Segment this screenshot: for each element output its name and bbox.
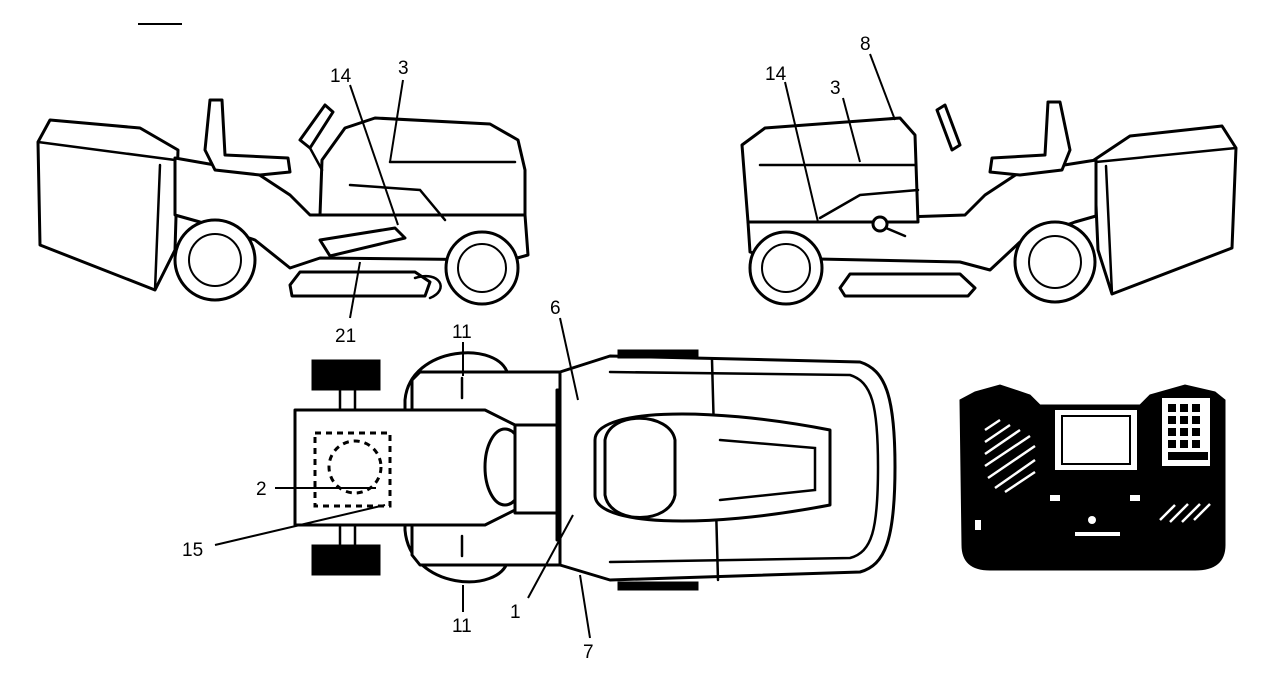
callout-3-left: 3 xyxy=(398,58,409,79)
decal-panel-shape xyxy=(959,384,1226,571)
callout-1: 1 xyxy=(510,602,521,623)
right-side-view: 14 3 8 xyxy=(740,34,1238,306)
callout-6: 6 xyxy=(550,298,561,319)
callout-8: 8 xyxy=(860,34,871,55)
top-view: 11 6 2 15 1 11 7 xyxy=(182,298,897,663)
callout-11-top: 11 xyxy=(452,322,472,343)
callout-14-right: 14 xyxy=(765,64,787,85)
callout-11-bottom: 11 xyxy=(452,616,472,637)
right-seat xyxy=(988,100,1072,177)
callout-14-left: 14 xyxy=(330,66,352,87)
callout-3-right: 3 xyxy=(830,78,841,99)
callout-2: 2 xyxy=(256,479,267,500)
left-mower-deck xyxy=(288,270,432,298)
left-grass-bag xyxy=(36,118,180,292)
right-hood xyxy=(740,116,920,224)
left-steering xyxy=(298,103,335,150)
right-grass-bag xyxy=(1092,124,1238,296)
callout-21: 21 xyxy=(335,326,356,347)
callout-7: 7 xyxy=(583,642,594,663)
decal-area-dashed xyxy=(313,431,392,508)
decal-display-window xyxy=(1055,410,1137,470)
left-side-view: 14 3 21 xyxy=(36,58,530,347)
right-mower-deck xyxy=(838,272,977,298)
callout-15: 15 xyxy=(182,540,203,561)
control-panel-decal xyxy=(959,384,1226,571)
right-steering xyxy=(935,103,962,152)
left-seat xyxy=(203,98,292,177)
top-wheel-front-upper xyxy=(311,359,381,391)
top-wheel-front-lower xyxy=(311,544,381,576)
left-hood xyxy=(318,116,527,217)
